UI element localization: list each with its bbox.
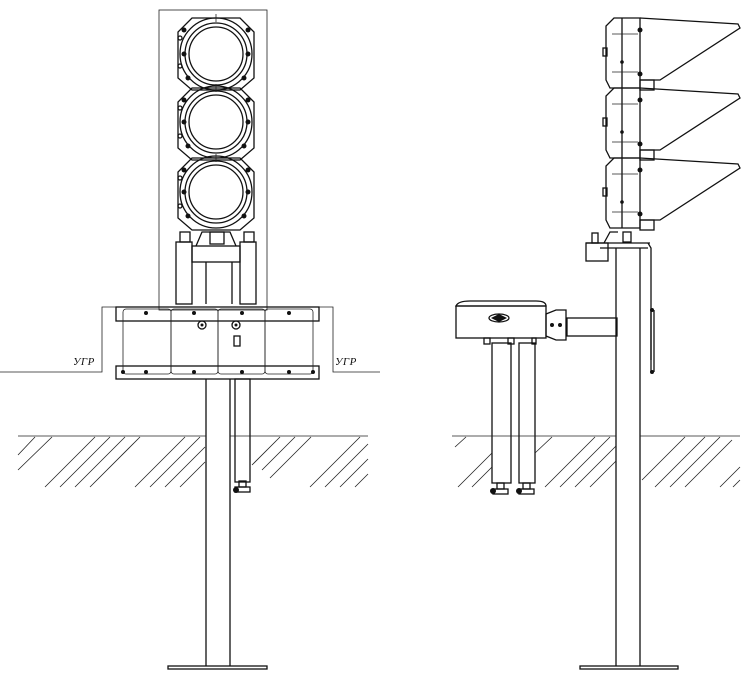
ugr-level-markers [0, 306, 380, 373]
side-signal-head [602, 17, 741, 231]
front-view [0, 9, 380, 670]
lamp-unit-middle [177, 84, 255, 161]
ugr-label-right: УГР [335, 356, 357, 368]
mounting-bracket [175, 231, 257, 305]
signal-head-outline [158, 9, 268, 311]
ground-right [452, 435, 741, 488]
ground-left [17, 435, 369, 488]
side-section-top [602, 17, 741, 91]
side-section-bottom [602, 157, 741, 231]
side-section-middle [602, 87, 741, 161]
front-post [167, 379, 268, 670]
side-top-bracket [585, 231, 652, 360]
side-junction-box [455, 300, 547, 345]
ugr-label-left: УГР [73, 356, 95, 368]
front-conduit [233, 378, 251, 493]
side-view [452, 17, 741, 670]
side-cable [650, 308, 655, 374]
lamp-unit-top [177, 14, 255, 91]
side-conduits [490, 342, 536, 495]
side-arm [545, 309, 618, 341]
ground-enclosure [115, 306, 320, 380]
lamp-unit-bottom [177, 154, 255, 231]
